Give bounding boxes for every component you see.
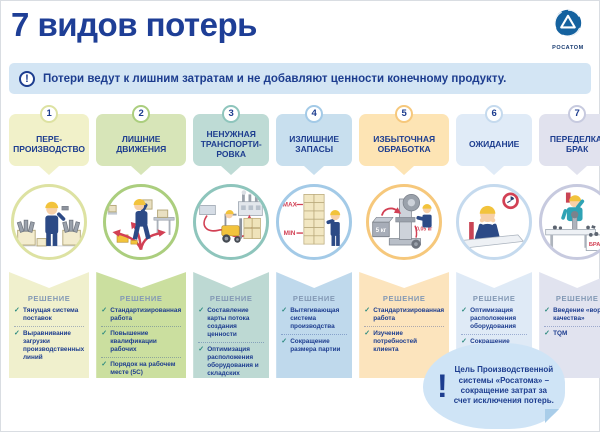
solution-list: Введение «ворот качества» TQM <box>544 307 600 341</box>
waste-column-2: 2 ЛИШНИЕ ДВИЖЕНИЯ <box>96 105 187 378</box>
waste-column-7: 7 ПЕРЕДЕЛКА/БРАК <box>539 105 600 378</box>
exclamation-circle-icon: ! <box>19 70 35 87</box>
rosatom-logo-text: РОСАТОМ <box>552 45 584 51</box>
solution-item: Изучение потребностей клиента <box>364 330 444 357</box>
waste-number-badge: 4 <box>305 105 324 123</box>
waste-tag-6: 6 ОЖИДАНИЕ <box>456 105 533 166</box>
solution-label: РЕШЕНИЕ <box>292 294 336 303</box>
waste-tag-3: 3 НЕНУЖНАЯ ТРАНСПОРТИ-РОВКА <box>193 105 270 166</box>
over-processing-illustration: 5 кг 0,05 кг <box>366 184 443 260</box>
page-title: 7 видов потерь <box>11 6 257 43</box>
solution-item: Тянущая система поставок <box>14 307 85 327</box>
waste-title: ОЖИДАНИЕ <box>468 138 520 149</box>
waste-column-4: 4 ИЗЛИШНИЕ ЗАПАСЫ MAX MIN <box>276 105 353 378</box>
solution-label: РЕШЕНИЕ <box>472 294 516 303</box>
waste-number-badge: 7 <box>568 105 587 123</box>
solution-item: Вытягивающая система производства <box>281 307 348 335</box>
waste-tag-7: 7 ПЕРЕДЕЛКА/БРАК <box>539 105 600 166</box>
solution-label: РЕШЕНИЕ <box>555 294 599 303</box>
waste-number-badge: 1 <box>40 105 59 123</box>
goal-bubble: ! Цель Производственной системы «Росатом… <box>423 343 565 429</box>
solution-item: TQM <box>544 330 600 341</box>
solution-item: Стандартизированная работа <box>364 307 445 327</box>
solution-item: Порядок на рабочем месте (5С) <box>101 361 181 378</box>
waste-number-badge: 5 <box>395 105 414 123</box>
solution-list: Стандартизированная работа Повышение ква… <box>101 307 182 378</box>
solution-card-5: РЕШЕНИЕ Стандартизированная работа Изуче… <box>359 272 450 378</box>
solution-label: РЕШЕНИЕ <box>209 294 253 303</box>
waste-column-1: 1 ПЕРЕ-ПРОИЗВОДСТВО <box>9 105 90 378</box>
solution-item: Составление карты потока создания ценнос… <box>198 307 265 343</box>
svg-text:MIN: MIN <box>284 230 296 237</box>
waste-columns: 1 ПЕРЕ-ПРОИЗВОДСТВО <box>9 105 600 378</box>
solution-card-3: РЕШЕНИЕ Составление карты потока создани… <box>193 272 270 378</box>
waste-tag-4: 4 ИЗЛИШНИЕ ЗАПАСЫ <box>276 105 353 166</box>
waste-title: ЛИШНИЕ ДВИЖЕНИЯ <box>116 133 167 154</box>
solution-item: Выравнивание загрузки производственных л… <box>14 330 84 365</box>
info-banner: ! Потери ведут к лишним затратам и не до… <box>9 63 591 94</box>
waste-tag-2: 2 ЛИШНИЕ ДВИЖЕНИЯ <box>96 105 187 166</box>
waste-number-badge: 6 <box>485 105 504 123</box>
solution-item: Введение «ворот качества» <box>544 307 600 327</box>
goal-text: Цель Производственной системы «Росатома»… <box>453 365 554 406</box>
solution-item: Стандартизированная работа <box>101 307 182 327</box>
waste-column-6: 6 ОЖИДАНИЕ <box>456 105 533 378</box>
waste-number-badge: 2 <box>132 105 151 123</box>
info-banner-text: Потери ведут к лишним затратам и не доба… <box>43 72 507 85</box>
transportation-illustration <box>193 184 270 260</box>
solution-label: РЕШЕНИЕ <box>119 294 163 303</box>
header: 7 видов потерь РОСАТОМ <box>9 5 591 59</box>
solution-item: Повышение квалификации рабочих <box>101 330 182 358</box>
rosatom-logo-icon <box>552 9 584 43</box>
solution-list: Тянущая система поставок Выравнивание за… <box>14 307 84 365</box>
svg-text:5 кг: 5 кг <box>376 228 387 234</box>
waste-tag-1: 1 ПЕРЕ-ПРОИЗВОДСТВО <box>9 105 90 166</box>
waste-title: ПЕРЕ-ПРОИЗВОДСТВО <box>13 133 86 154</box>
svg-text:БРАК: БРАК <box>589 242 600 248</box>
solution-item: Оптимизация расположения оборудования и … <box>198 346 264 378</box>
solution-item: Сокращение размера партии <box>281 338 347 357</box>
solution-list: Стандартизированная работа Изучение потр… <box>364 307 445 357</box>
rosatom-logo: РОСАТОМ <box>545 5 591 51</box>
solution-label: РЕШЕНИЕ <box>382 294 426 303</box>
waste-title: ПЕРЕДЕЛКА/БРАК <box>549 133 600 154</box>
solution-card-4: РЕШЕНИЕ Вытягивающая система производств… <box>276 272 353 378</box>
waste-number-badge: 3 <box>222 105 241 123</box>
solution-label: РЕШЕНИЕ <box>27 294 71 303</box>
waiting-illustration <box>456 184 533 260</box>
excess-motion-illustration <box>103 184 180 260</box>
overproduction-illustration <box>11 184 88 260</box>
waste-tag-5: 5 ИЗБЫТОЧНАЯ ОБРАБОТКА <box>359 105 450 166</box>
solution-card-1: РЕШЕНИЕ Тянущая система поставок Выравни… <box>9 272 90 378</box>
excess-inventory-illustration: MAX MIN <box>276 184 353 260</box>
waste-column-3: 3 НЕНУЖНАЯ ТРАНСПОРТИ-РОВКА <box>193 105 270 378</box>
rework-defect-illustration: БРАК <box>539 184 600 260</box>
waste-column-5: 5 ИЗБЫТОЧНАЯ ОБРАБОТКА 5 кг 0,05 кг <box>359 105 450 378</box>
solution-card-2: РЕШЕНИЕ Стандартизированная работа Повыш… <box>96 272 187 378</box>
solution-list: Составление карты потока создания ценнос… <box>198 307 265 378</box>
waste-title: НЕНУЖНАЯ ТРАНСПОРТИ-РОВКА <box>200 128 262 159</box>
solution-list: Вытягивающая система производства Сокращ… <box>281 307 348 357</box>
solution-item: Оптимизация расположения оборудования <box>461 307 528 335</box>
svg-text:0,05 кг: 0,05 кг <box>416 226 432 232</box>
exclamation-icon: ! <box>437 368 448 404</box>
waste-title: ИЗБЫТОЧНАЯ ОБРАБОТКА <box>373 133 436 154</box>
svg-text:MAX: MAX <box>283 201 298 208</box>
waste-title: ИЗЛИШНИЕ ЗАПАСЫ <box>289 133 340 154</box>
